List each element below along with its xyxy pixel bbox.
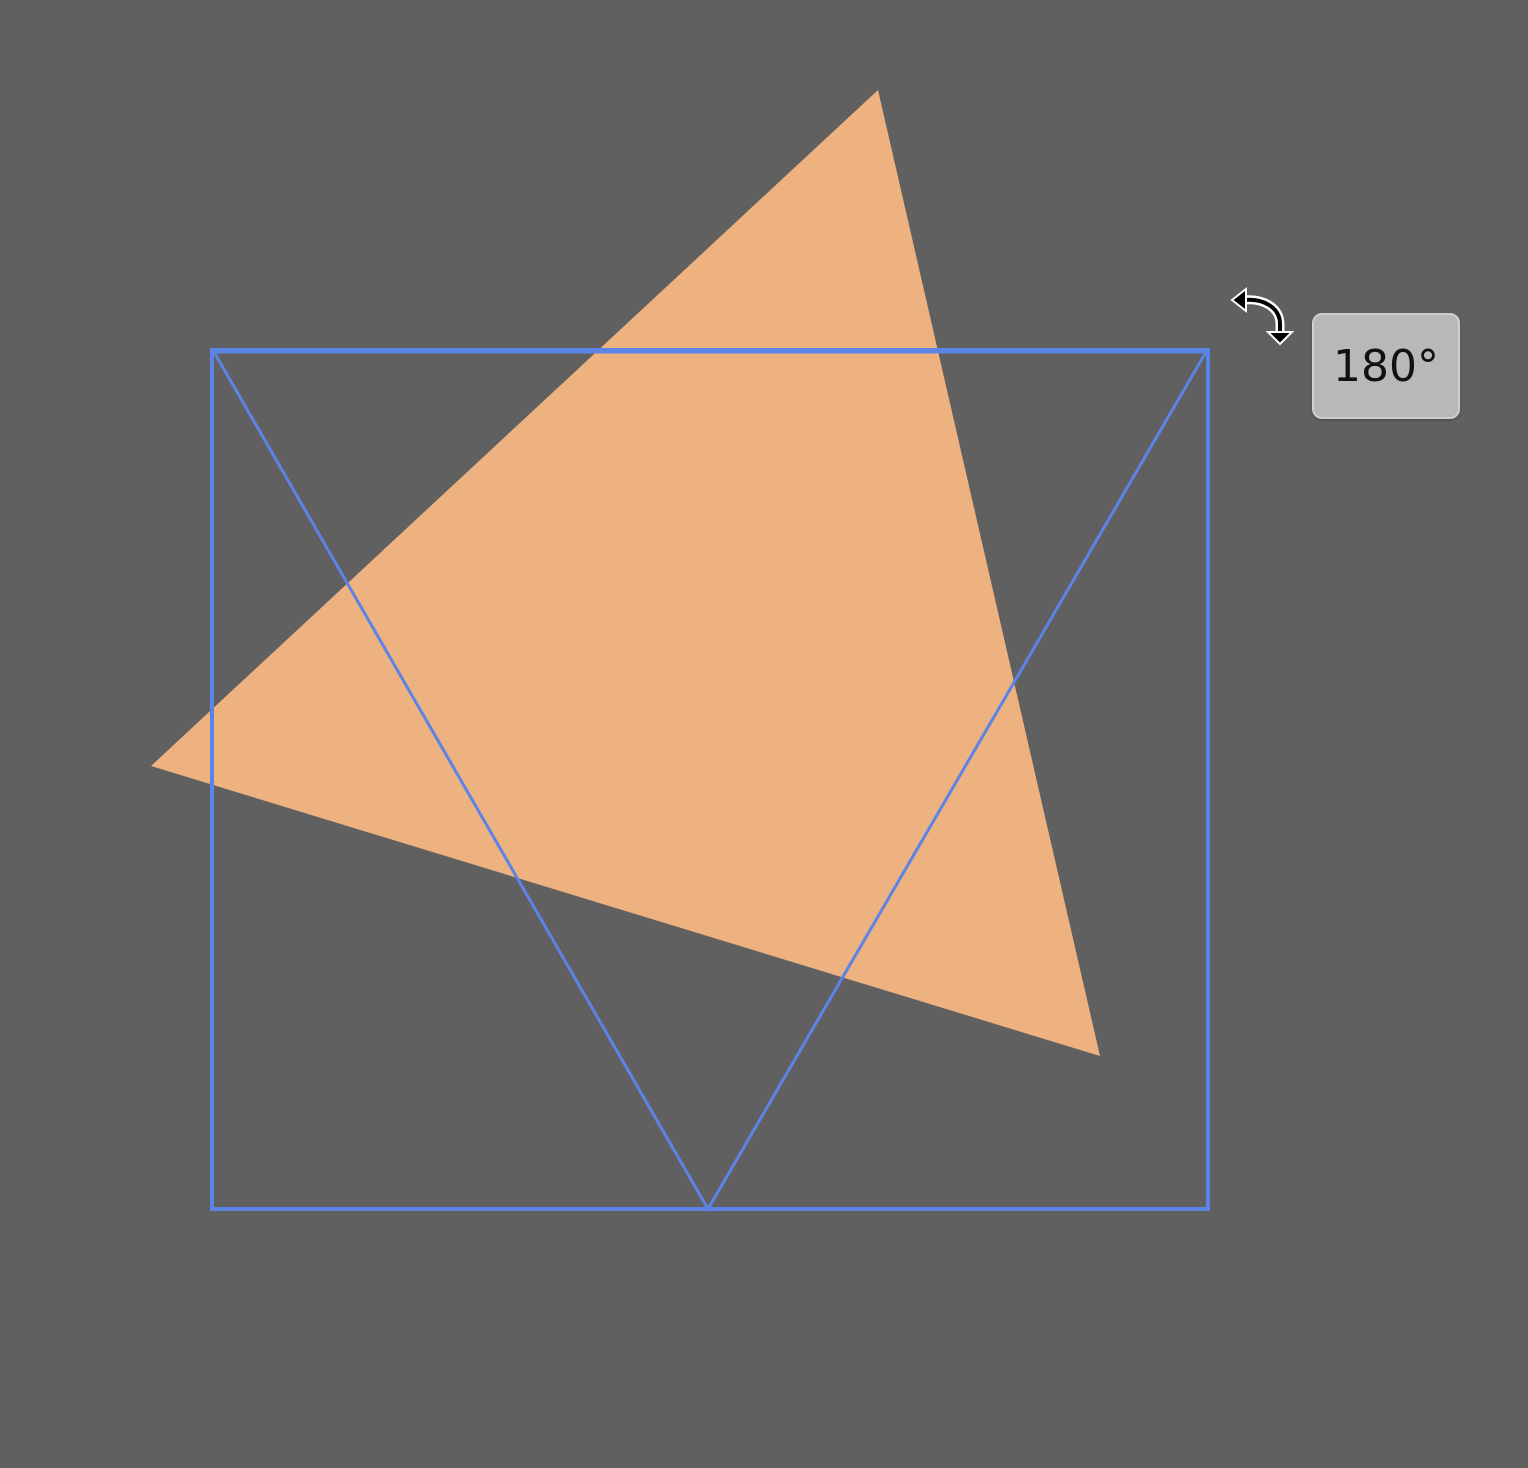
rotate-cursor-icon (1230, 286, 1295, 346)
rotation-angle-label: 180° (1333, 340, 1439, 392)
selection-bounding-box[interactable] (210, 348, 1210, 1211)
original-triangle-outline (211, 350, 1209, 1212)
rotation-angle-badge: 180° (1312, 313, 1460, 419)
rotated-triangle-shape[interactable] (151, 90, 1100, 1056)
